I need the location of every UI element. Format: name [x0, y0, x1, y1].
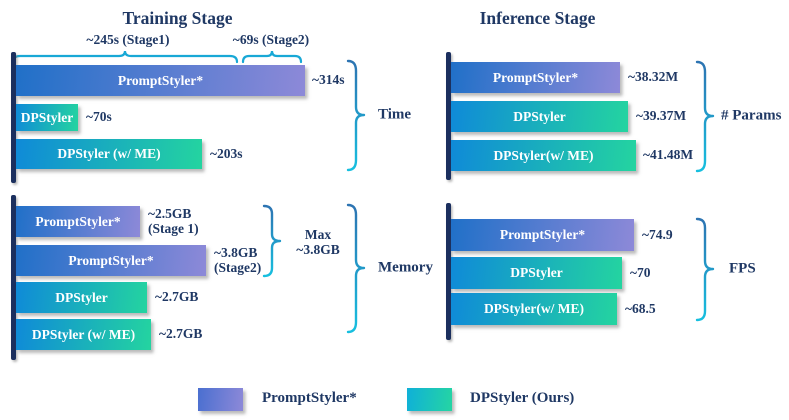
max-label-line1: Max	[304, 227, 332, 242]
bar-memory-promptstyler-s2: PromptStyler*	[16, 245, 206, 276]
bar-memory-dpstyler-me: DPStyler (w/ ME)	[16, 319, 151, 350]
training-stage-title: Training Stage	[122, 8, 233, 28]
max-label-line2: ~3.8GB	[296, 242, 340, 257]
bar-training-time-dpstyler: DPStyler	[16, 104, 78, 131]
memory-metric-label: Memory	[378, 259, 433, 276]
bar-label: DPStyler	[20, 109, 74, 125]
bar-value-memory-promptstyler-s2: ~3.8GB (Stage2)	[214, 245, 262, 275]
stage1-time-annotation: ~245s (Stage1)	[86, 32, 170, 47]
inference-fps-axis	[446, 203, 451, 340]
fps-brace	[695, 217, 715, 322]
bar-params-dpstyler: DPStyler	[451, 101, 628, 132]
value-line1: ~2.5GB	[148, 206, 192, 221]
bar-label: PromptStyler*	[35, 213, 121, 229]
bar-value-params-promptstyler: ~38.32M	[628, 68, 679, 84]
params-brace	[695, 60, 715, 173]
legend-swatch-promptstyler	[198, 388, 243, 411]
bar-label: DPStyler	[513, 108, 566, 124]
legend-label-dpstyler: DPStyler (Ours)	[470, 390, 575, 406]
bar-value-training-time-dpstyler-me: ~203s	[210, 145, 243, 161]
inference-stage-title: Inference Stage	[479, 8, 596, 28]
bar-memory-promptstyler-s1: PromptStyler*	[16, 206, 140, 237]
bar-params-dpstyler-me: DPStyler(w/ ME)	[451, 140, 636, 171]
params-metric-label: # Params	[721, 107, 782, 124]
bar-value-fps-dpstyler-me: ~68.5	[625, 300, 656, 316]
bar-label: DPStyler (w/ ME)	[57, 146, 161, 161]
training-time-axis	[11, 52, 16, 183]
training-memory-axis	[11, 195, 16, 360]
inference-params-axis	[446, 52, 451, 180]
stage2-time-annotation: ~69s (Stage2)	[232, 32, 310, 47]
bar-value-memory-dpstyler-me: ~2.7GB	[159, 325, 203, 341]
bar-label: PromptStyler*	[492, 69, 579, 85]
bar-value-memory-dpstyler: ~2.7GB	[155, 288, 199, 304]
bar-value-fps-dpstyler: ~70	[630, 264, 651, 280]
bar-label: DPStyler	[55, 289, 108, 305]
bar-label: DPStyler(w/ ME)	[483, 301, 585, 316]
fps-metric-label: FPS	[729, 260, 756, 277]
bar-memory-dpstyler: DPStyler	[16, 282, 147, 313]
bar-value-memory-promptstyler-s1: ~2.5GB (Stage 1)	[148, 206, 199, 236]
bar-label: DPStyler	[510, 265, 563, 280]
time-brace	[346, 59, 366, 172]
bar-fps-promptstyler: PromptStyler*	[451, 219, 634, 251]
max-memory-label: Max ~3.8GB	[286, 227, 350, 257]
bar-value-training-time-dpstyler: ~70s	[86, 108, 112, 124]
bar-label: PromptStyler*	[117, 72, 204, 88]
legend-swatch-dpstyler	[407, 388, 452, 411]
memory-brace	[346, 203, 366, 334]
bar-value-fps-promptstyler: ~74.9	[642, 226, 673, 242]
max-memory-brace	[262, 204, 282, 278]
stage2-bracket	[241, 50, 303, 64]
bar-label: PromptStyler*	[68, 252, 154, 268]
stage1-bracket	[11, 50, 239, 64]
legend-label-promptstyler: PromptStyler*	[262, 390, 357, 406]
bar-params-promptstyler: PromptStyler*	[451, 62, 620, 93]
bar-fps-dpstyler-me: DPStyler(w/ ME)	[451, 293, 617, 325]
bar-training-time-promptstyler: PromptStyler*	[16, 65, 305, 96]
bar-value-params-dpstyler-me: ~41.48M	[643, 146, 694, 162]
bar-label: PromptStyler*	[499, 227, 586, 242]
bar-label: DPStyler(w/ ME)	[493, 147, 594, 163]
value-line1: ~3.8GB	[214, 245, 258, 260]
bar-label: DPStyler (w/ ME)	[31, 326, 136, 342]
value-line2: (Stage 1)	[148, 220, 199, 236]
bar-fps-dpstyler: DPStyler	[451, 257, 622, 289]
time-metric-label: Time	[378, 106, 412, 123]
bar-training-time-dpstyler-me: DPStyler (w/ ME)	[16, 139, 202, 169]
bar-value-params-dpstyler: ~39.37M	[636, 107, 687, 123]
bar-value-training-time-promptstyler: ~314s	[312, 71, 345, 87]
value-line2: (Stage2)	[214, 259, 262, 275]
